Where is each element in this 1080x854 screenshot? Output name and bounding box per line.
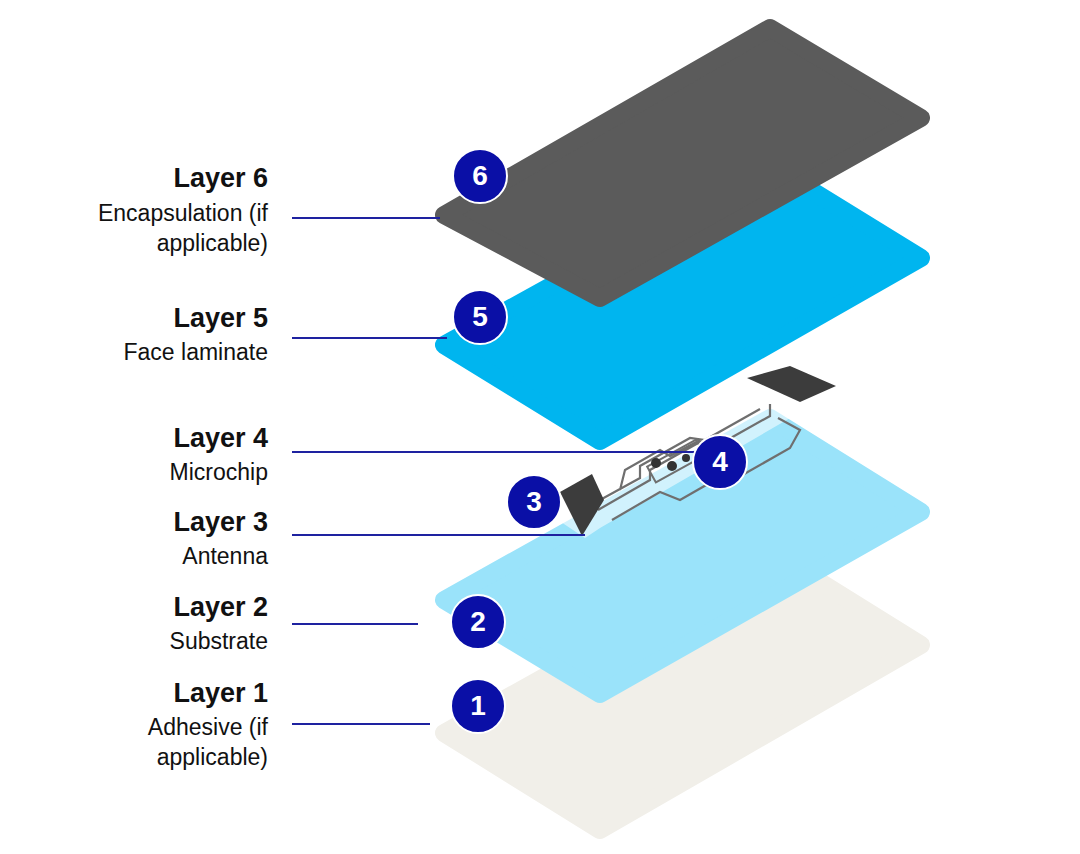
callout-number: 3	[506, 474, 562, 530]
callout-number: 5	[452, 289, 508, 345]
substrate-layer	[444, 418, 921, 694]
callout-number: 4	[692, 434, 748, 490]
layer-number: Layer 5	[173, 301, 268, 336]
layer-name: Microchip	[93, 458, 268, 488]
layer-name: Substrate	[93, 627, 268, 657]
callout-number: 6	[452, 148, 508, 204]
antenna-pad	[747, 366, 836, 402]
encapsulation-layer	[444, 28, 921, 298]
antenna-pad	[560, 474, 604, 536]
callout-number: 1	[450, 678, 506, 734]
callout-number: 2	[450, 594, 506, 650]
layer-number: Layer 1	[173, 676, 268, 711]
layer-name: Encapsulation (if applicable)	[93, 199, 268, 259]
layer-number: Layer 6	[173, 161, 268, 196]
layer-number: Layer 3	[173, 505, 268, 540]
callout-text: 6	[472, 160, 488, 192]
layer-number: Layer 4	[173, 421, 268, 456]
leader-lines	[292, 218, 695, 724]
callout-text: 2	[470, 606, 486, 638]
callout-text: 3	[526, 486, 542, 518]
callout-text: 4	[712, 446, 728, 478]
callout-text: 5	[472, 301, 488, 333]
layer-number: Layer 2	[173, 590, 268, 625]
callout-text: 1	[470, 690, 486, 722]
layer-name: Antenna	[93, 542, 268, 572]
layer-name: Adhesive (if applicable)	[93, 713, 268, 773]
layer-name: Face laminate	[93, 338, 268, 368]
